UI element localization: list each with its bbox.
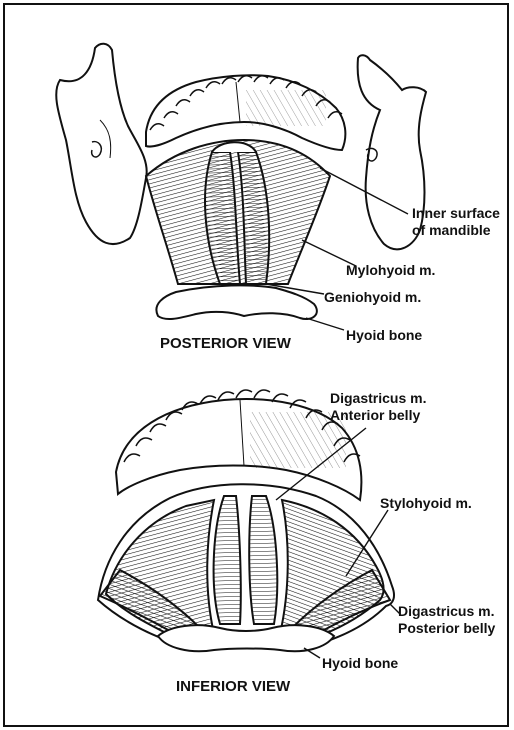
- label-mylohyoid: Mylohyoid m.: [346, 262, 435, 279]
- label-hyoid-bone-inferior: Hyoid bone: [322, 655, 398, 672]
- label-stylohyoid: Stylohyoid m.: [380, 495, 472, 512]
- label-geniohyoid: Geniohyoid m.: [324, 289, 421, 306]
- label-digastricus-posterior-line2: Posterior belly: [398, 620, 495, 637]
- label-hyoid-bone-posterior: Hyoid bone: [346, 327, 422, 344]
- caption-inferior-view: INFERIOR VIEW: [176, 678, 290, 696]
- digastric-anterior-left: [214, 496, 241, 624]
- label-digastricus-anterior-line2: Anterior belly: [330, 407, 420, 424]
- hyoid-bone-posterior: [156, 285, 316, 319]
- label-digastricus-anterior-line1: Digastricus m.: [330, 390, 426, 407]
- caption-posterior-view: POSTERIOR VIEW: [160, 335, 291, 353]
- inferior-view-drawing: [98, 390, 394, 651]
- left-ramus: [56, 44, 146, 244]
- label-inner-surface-line1: Inner surface: [412, 205, 500, 222]
- label-inner-surface-line2: of mandible: [412, 222, 491, 239]
- label-digastricus-posterior-line1: Digastricus m.: [398, 603, 494, 620]
